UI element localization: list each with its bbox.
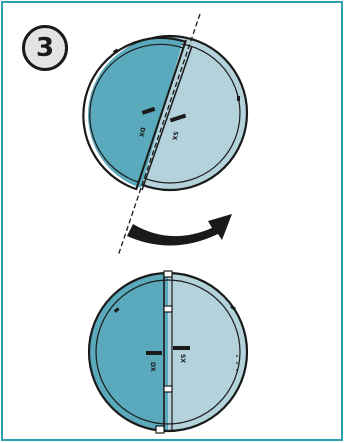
- surface-dot: [236, 369, 238, 371]
- dx-label: DX: [149, 362, 156, 372]
- surface-dot: [236, 355, 238, 357]
- rim-screw: [237, 96, 240, 101]
- disc-after-assembly: DX SX: [87, 270, 249, 434]
- disc-before-assembly: DX SX: [82, 13, 249, 257]
- joint-clip: [155, 425, 165, 434]
- step-number: 3: [35, 33, 55, 63]
- light-half-edge: [141, 45, 193, 191]
- alignment-guide-line: [117, 13, 201, 257]
- step-number-badge: 3: [22, 25, 68, 71]
- sx-label: SX: [170, 131, 179, 141]
- sx-alignment-bar: [173, 346, 190, 350]
- joint-clip: [163, 385, 173, 393]
- assembled-inner-ring: [95, 279, 241, 425]
- rim-screw: [112, 48, 119, 54]
- joint-clip: [163, 270, 173, 278]
- surface-dot: [236, 362, 238, 364]
- dx-alignment-bar: [141, 106, 156, 115]
- dx-label: DX: [137, 127, 146, 138]
- joint-clip: [163, 305, 173, 313]
- sx-alignment-bar: [169, 113, 187, 123]
- sx-label: SX: [179, 354, 186, 363]
- dx-alignment-bar: [146, 351, 162, 355]
- rim-screw: [230, 304, 236, 311]
- dark-half-rim: [82, 36, 187, 191]
- rim-screw: [113, 307, 120, 313]
- dark-half-edge: [135, 39, 187, 191]
- dark-half-inner-ring: [89, 43, 184, 183]
- curved-arrow-right-icon: [127, 214, 232, 246]
